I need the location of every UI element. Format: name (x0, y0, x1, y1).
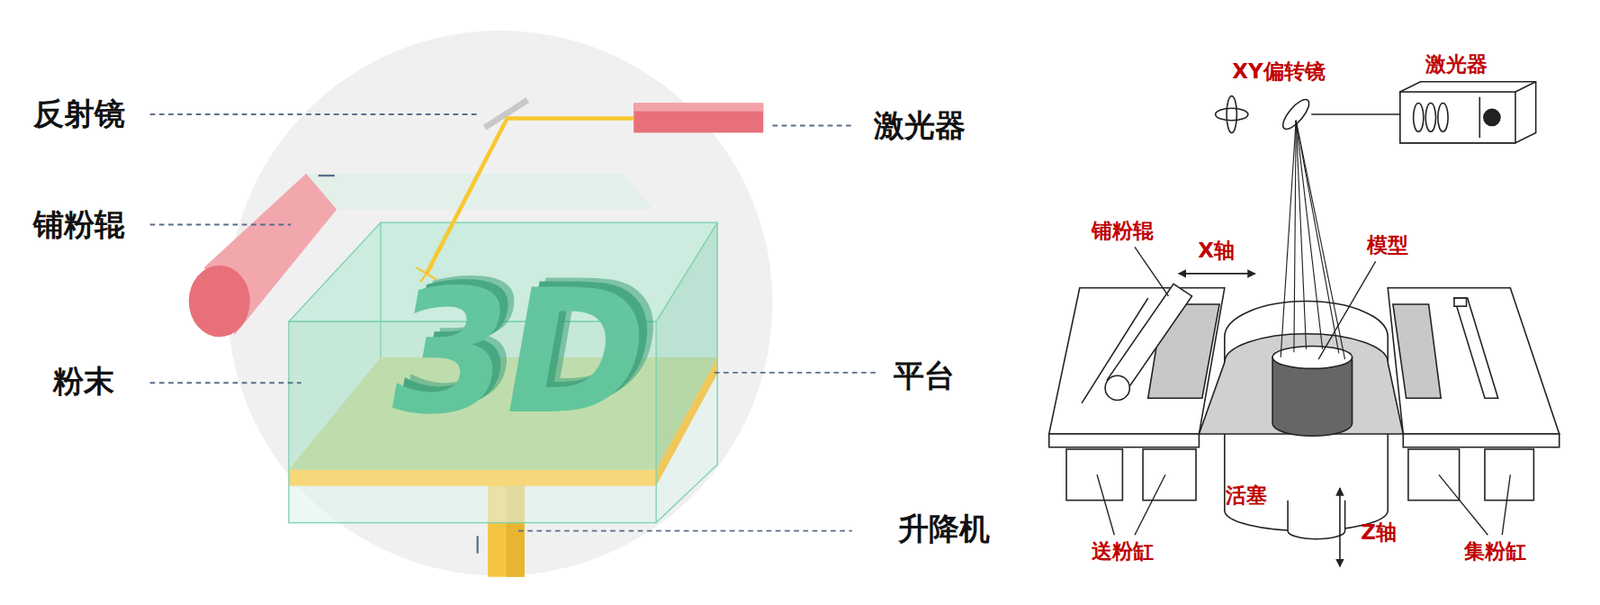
part-label: 集粉缸 (1464, 539, 1527, 563)
part-label: 粉末 (53, 364, 115, 398)
axis-label: X轴 (1197, 239, 1235, 262)
part-label: 送粉缸 (1091, 539, 1154, 563)
part-label: 铺粉辊 (33, 207, 126, 242)
part-label: 激光器 (1425, 53, 1488, 76)
part-label: 升降机 (898, 512, 990, 546)
model-letters: 3D (373, 258, 657, 447)
axis-label: Z轴 (1360, 521, 1397, 544)
part-label: 反射镜 (33, 97, 126, 131)
part-label: 模型 (1366, 233, 1409, 257)
part-label: XY偏转镜 (1231, 60, 1325, 83)
part-label: 平台 (893, 359, 955, 393)
part-label: 活塞 (1225, 484, 1268, 507)
part-label: 激光器 (873, 108, 966, 143)
part-label: 铺粉辊 (1091, 219, 1154, 243)
